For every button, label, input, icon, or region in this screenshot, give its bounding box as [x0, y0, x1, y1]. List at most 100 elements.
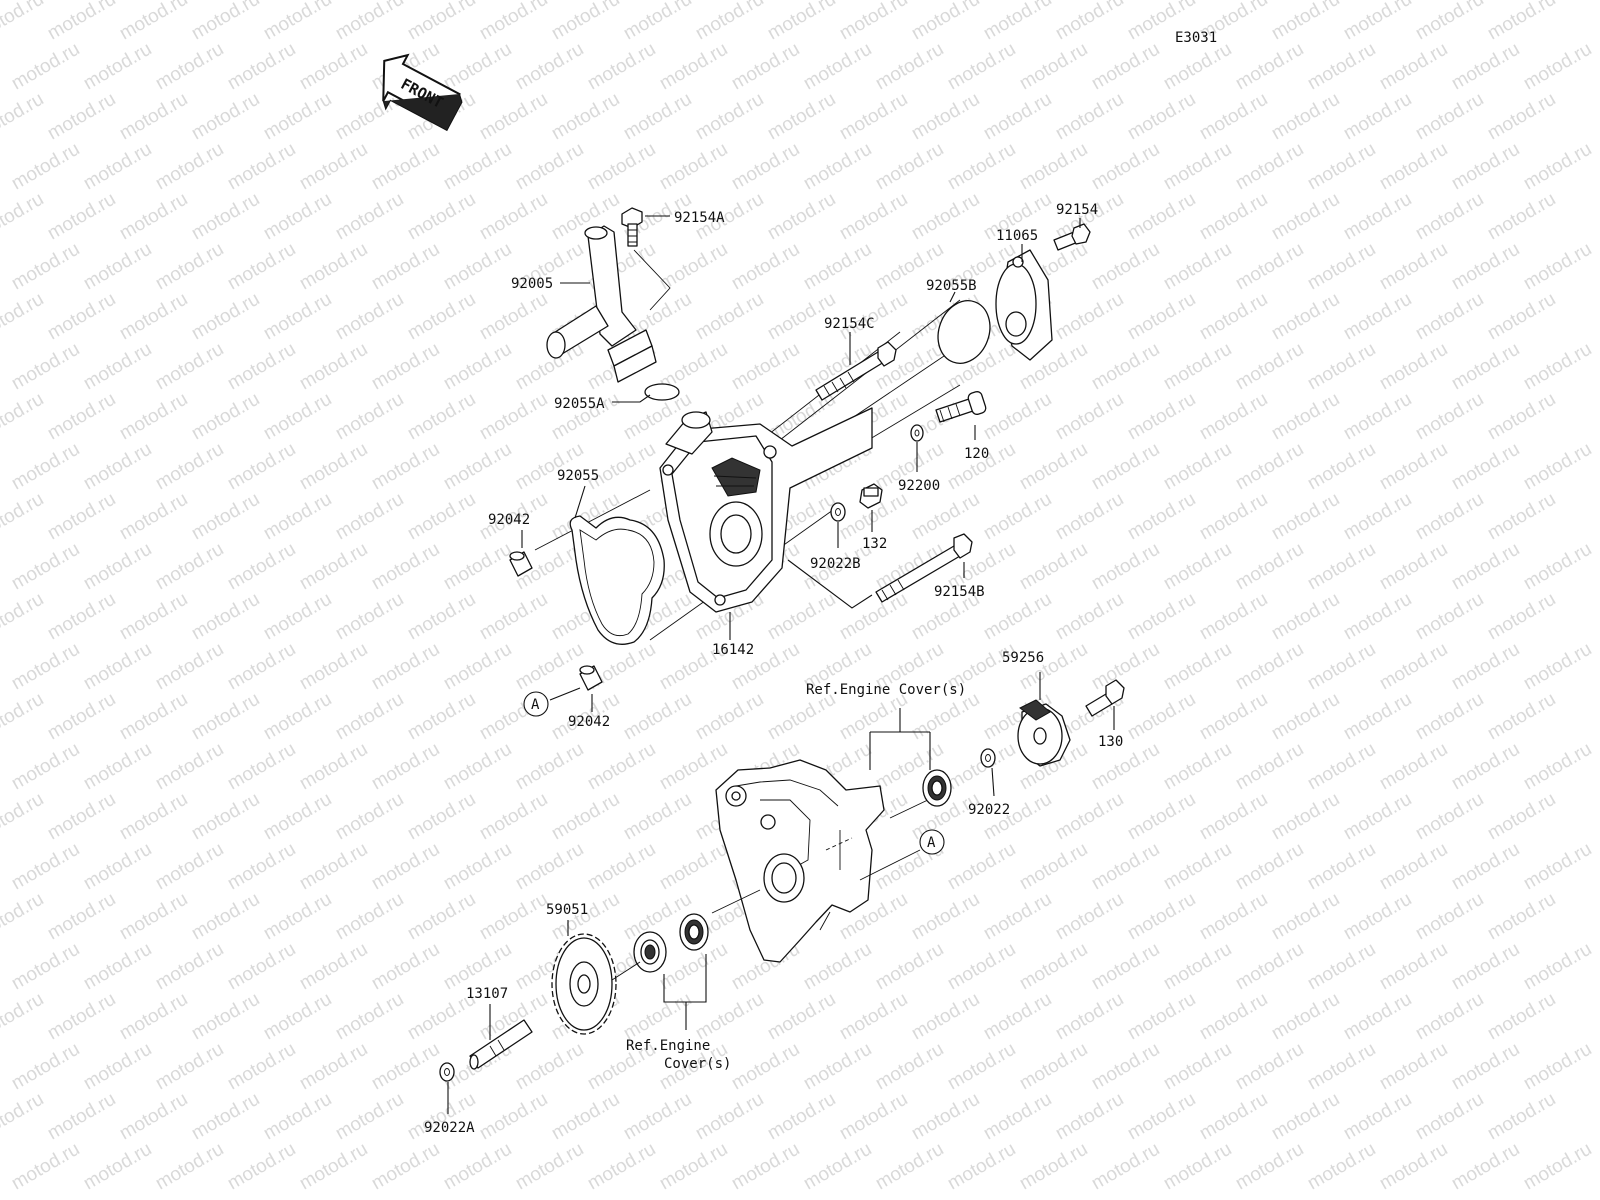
watermark-text: motod.ru	[764, 1089, 839, 1145]
watermark-text: motod.ru	[1232, 1039, 1307, 1095]
watermark-text: motod.ru	[692, 289, 767, 345]
watermark-text: motod.ru	[1124, 689, 1199, 745]
watermark-text: motod.ru	[116, 1089, 191, 1145]
watermark-text: motod.ru	[188, 289, 263, 345]
watermark-text: motod.ru	[188, 789, 263, 845]
watermark-text: motod.ru	[1412, 589, 1487, 645]
watermark-text: motod.ru	[1484, 89, 1559, 145]
watermark-text: motod.ru	[836, 189, 911, 245]
watermark-text: motod.ru	[656, 39, 731, 95]
watermark-text: motod.ru	[224, 39, 299, 95]
watermark-text: motod.ru	[476, 0, 551, 44]
gasket-92055	[569, 515, 665, 645]
watermark-text: motod.ru	[260, 589, 335, 645]
watermark-text: motod.ru	[1232, 839, 1307, 895]
watermark-text: motod.ru	[296, 1039, 371, 1095]
watermark-text: motod.ru	[1412, 289, 1487, 345]
watermark-text: motod.ru	[1268, 689, 1343, 745]
watermark-text: motod.ru	[440, 39, 515, 95]
watermark-text: motod.ru	[296, 639, 371, 695]
watermark-text: motod.ru	[440, 639, 515, 695]
watermark-text: motod.ru	[512, 139, 587, 195]
watermark-text: motod.ru	[1088, 339, 1163, 395]
watermark-text: motod.ru	[1160, 739, 1235, 795]
watermark-text: motod.ru	[1340, 489, 1415, 545]
watermark-text: motod.ru	[1448, 339, 1523, 395]
watermark-text: motod.ru	[332, 789, 407, 845]
watermark-text: motod.ru	[764, 989, 839, 1045]
watermark-text: motod.ru	[1052, 789, 1127, 845]
watermark-text: motod.ru	[1412, 689, 1487, 745]
watermark-text: motod.ru	[1160, 339, 1235, 395]
watermark-text: motod.ru	[1160, 539, 1235, 595]
impeller-59256	[1017, 699, 1071, 767]
watermark-text: motod.ru	[1520, 139, 1595, 195]
callout-a-top: A	[523, 691, 549, 717]
watermark-text: motod.ru	[260, 89, 335, 145]
watermark-text: motod.ru	[1304, 739, 1379, 795]
watermark-text: motod.ru	[404, 0, 479, 44]
watermark-text: motod.ru	[1304, 939, 1379, 995]
watermark-text: motod.ru	[1160, 939, 1235, 995]
watermark-text: motod.ru	[80, 539, 155, 595]
watermark-text: motod.ru	[1376, 839, 1451, 895]
watermark-text: motod.ru	[224, 439, 299, 495]
watermark-text: motod.ru	[512, 739, 587, 795]
watermark-text: motod.ru	[800, 939, 875, 995]
watermark-text: motod.ru	[8, 539, 83, 595]
watermark-text: motod.ru	[116, 889, 191, 945]
watermark-text: motod.ru	[188, 689, 263, 745]
watermark-text: motod.ru	[620, 289, 695, 345]
watermark-text: motod.ru	[152, 1139, 227, 1195]
watermark-text: motod.ru	[836, 89, 911, 145]
watermark-text: motod.ru	[116, 789, 191, 845]
watermark-text: motod.ru	[1196, 789, 1271, 845]
watermark-text: motod.ru	[1484, 289, 1559, 345]
watermark-text: motod.ru	[692, 689, 767, 745]
watermark-text: motod.ru	[1124, 889, 1199, 945]
watermark-text: motod.ru	[1520, 539, 1595, 595]
washer-92200	[910, 424, 924, 442]
watermark-text: motod.ru	[584, 39, 659, 95]
front-arrow-icon: FRONT	[382, 53, 463, 132]
watermark-text: motod.ru	[0, 589, 47, 645]
watermark-text: motod.ru	[476, 89, 551, 145]
watermark-text: motod.ru	[1196, 589, 1271, 645]
watermark-text: motod.ru	[1484, 1089, 1559, 1145]
watermark-text: motod.ru	[188, 589, 263, 645]
watermark-text: motod.ru	[224, 539, 299, 595]
watermark-text: motod.ru	[152, 139, 227, 195]
watermark-text: motod.ru	[1016, 1039, 1091, 1095]
watermark-text: motod.ru	[296, 939, 371, 995]
watermark-text: motod.ru	[80, 739, 155, 795]
watermark-text: motod.ru	[44, 589, 119, 645]
label-120: 120	[964, 446, 989, 462]
watermark-text: motod.ru	[440, 539, 515, 595]
watermark-text: motod.ru	[332, 889, 407, 945]
watermark-text: motod.ru	[1448, 439, 1523, 495]
bolt-92154C	[815, 341, 897, 401]
watermark-text: motod.ru	[332, 589, 407, 645]
watermark-text: motod.ru	[152, 1039, 227, 1095]
watermark-text: motod.ru	[0, 989, 47, 1045]
watermark-text: motod.ru	[980, 389, 1055, 445]
watermark-text: motod.ru	[836, 589, 911, 645]
watermark-text: motod.ru	[1160, 239, 1235, 295]
watermark-text: motod.ru	[116, 0, 191, 44]
ref-engine-cover-top: Ref.Engine Cover(s)	[806, 682, 966, 698]
watermark-text: motod.ru	[1124, 289, 1199, 345]
watermark-text: motod.ru	[224, 639, 299, 695]
label-92042-bottom: 92042	[568, 714, 610, 730]
watermark-text: motod.ru	[1232, 539, 1307, 595]
watermark-text: motod.ru	[836, 1089, 911, 1145]
watermark-text: motod.ru	[944, 1039, 1019, 1095]
watermark-text: motod.ru	[764, 189, 839, 245]
watermark-text: motod.ru	[1304, 1039, 1379, 1095]
watermark-text: motod.ru	[1016, 839, 1091, 895]
watermark-text: motod.ru	[332, 989, 407, 1045]
watermark-text: motod.ru	[584, 839, 659, 895]
watermark-text: motod.ru	[152, 639, 227, 695]
watermark-text: motod.ru	[1448, 239, 1523, 295]
dowel-pin-92042-top	[509, 551, 533, 577]
watermark-text: motod.ru	[800, 139, 875, 195]
